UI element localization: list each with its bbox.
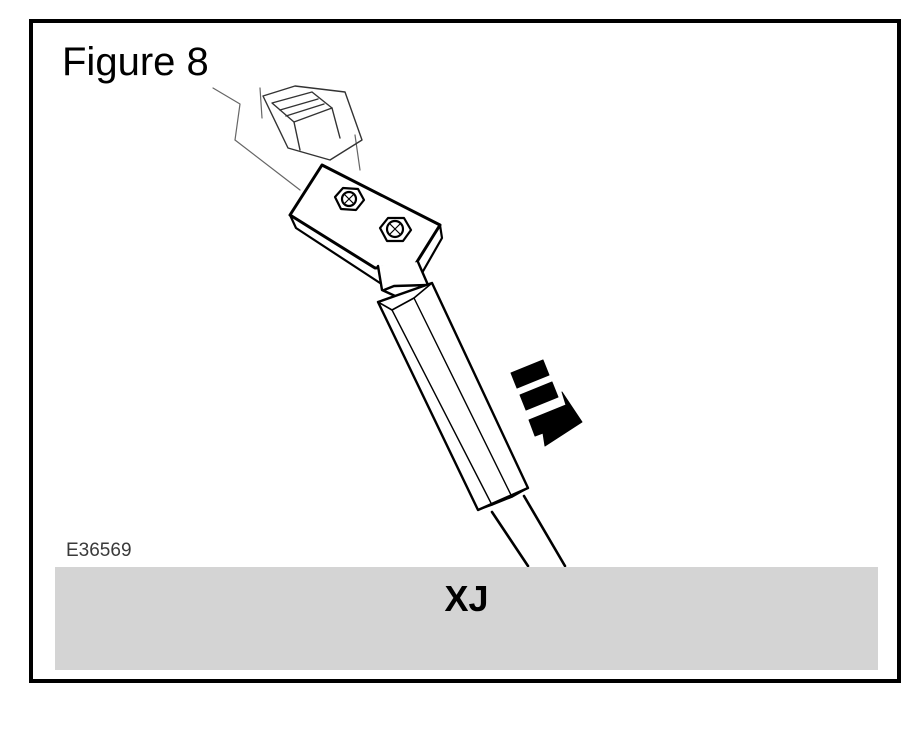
pull-direction-arrow-icon xyxy=(510,359,583,447)
terminal-connector xyxy=(262,85,363,161)
cable-sleeve xyxy=(376,281,530,512)
model-band: XJ xyxy=(55,567,878,670)
cable xyxy=(490,494,567,568)
figure-code: E36569 xyxy=(66,540,132,561)
background-structure xyxy=(212,87,361,191)
model-label: XJ xyxy=(444,578,489,619)
figure-title: Figure 8 xyxy=(62,40,209,84)
bolt-icon xyxy=(333,186,366,212)
bolt-icon xyxy=(378,216,413,243)
